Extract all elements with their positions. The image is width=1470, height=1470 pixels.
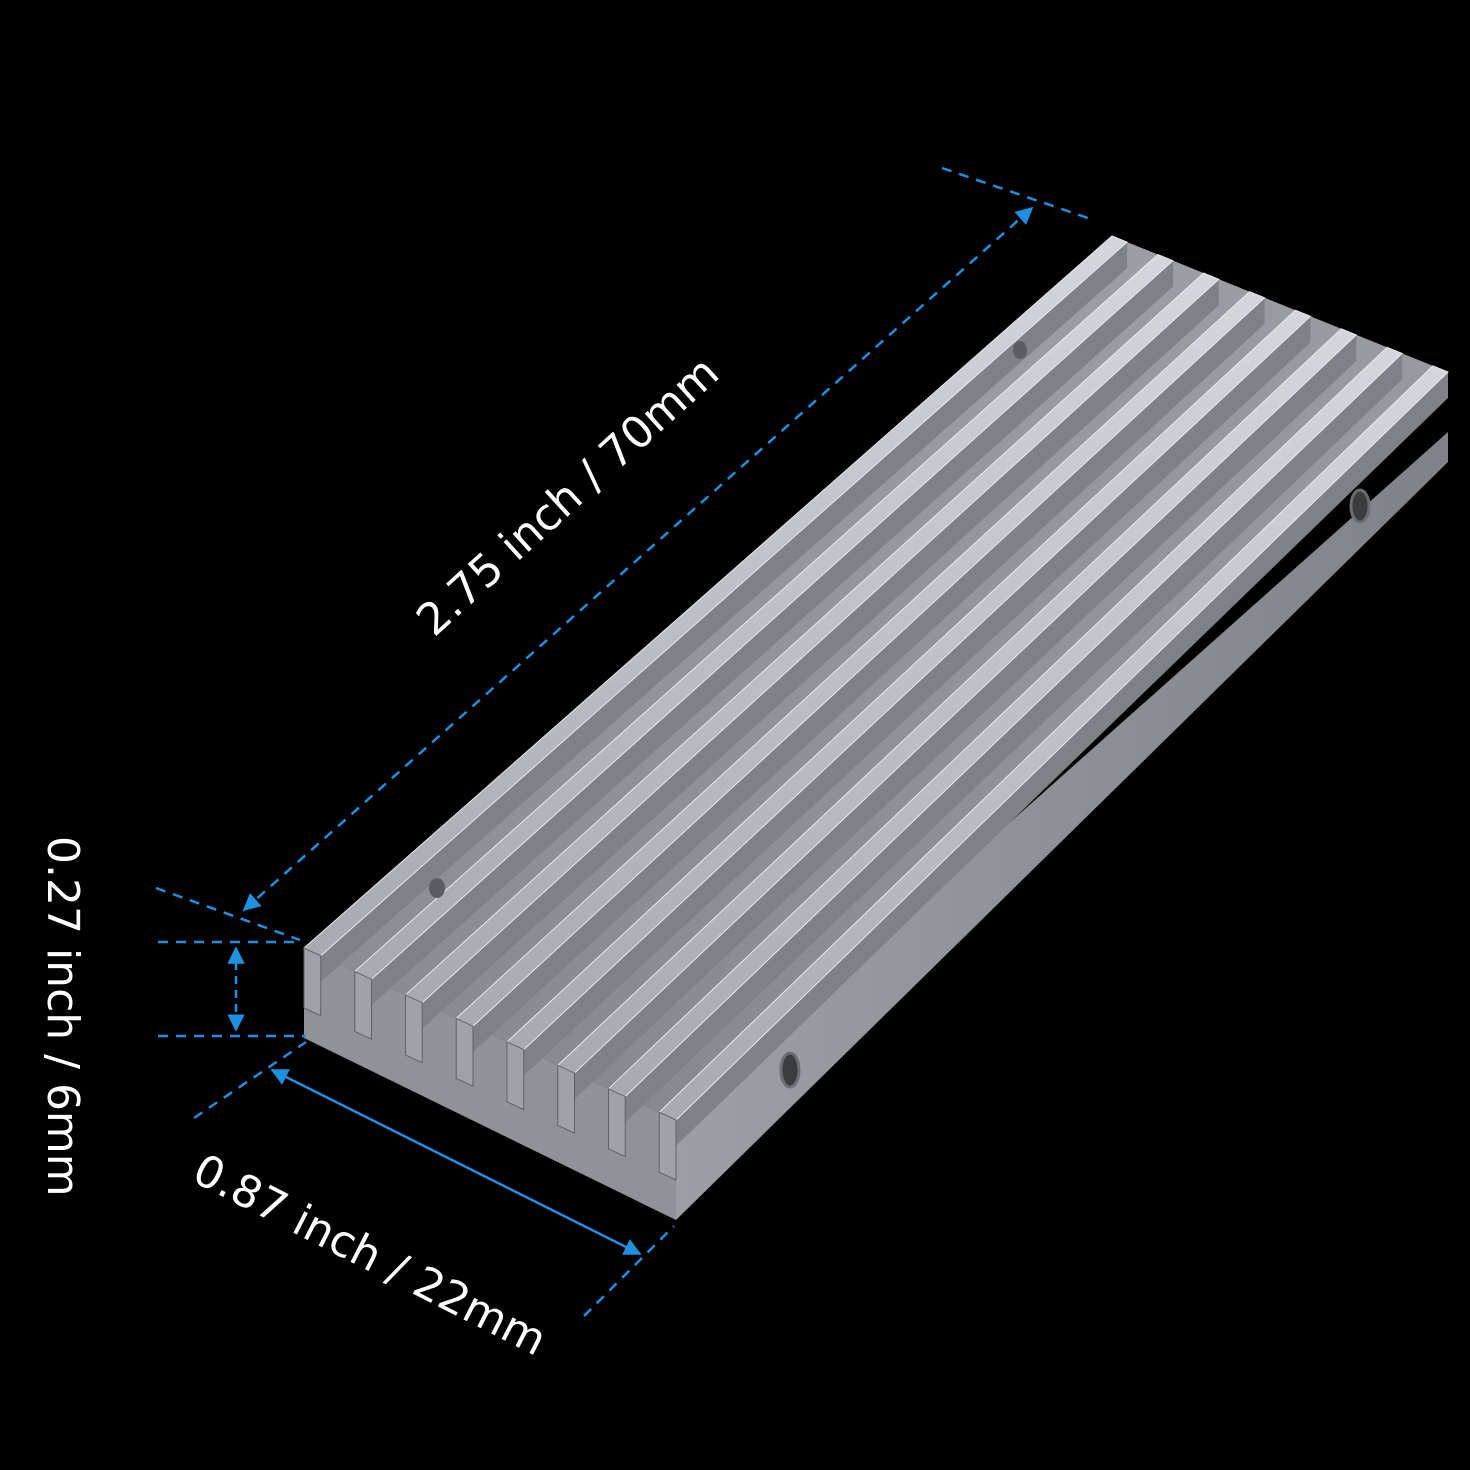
length-dimension-line bbox=[242, 206, 1034, 912]
fin-end-cap bbox=[455, 1017, 474, 1087]
fins bbox=[303, 235, 1449, 1181]
length-label: 2.75 inch / 70mm bbox=[407, 347, 729, 646]
height-label: 0.27 inch / 6mm bbox=[37, 836, 88, 1197]
dimension-lines bbox=[155, 166, 1089, 1317]
fin-side bbox=[676, 372, 1448, 1146]
mounting-hole bbox=[1349, 488, 1371, 524]
fin-end-cap bbox=[557, 1064, 575, 1134]
length-extension-top bbox=[941, 166, 1089, 220]
mounting-hole bbox=[779, 1051, 801, 1089]
fin-end-cap bbox=[608, 1088, 626, 1158]
fin-end-cap bbox=[303, 947, 322, 1017]
fin-end-cap bbox=[658, 1111, 677, 1181]
width-dimension-line bbox=[270, 1068, 642, 1256]
width-label: 0.87 inch / 22mm bbox=[185, 1144, 554, 1366]
width-extension-left bbox=[193, 1040, 307, 1120]
width-extension-right bbox=[583, 1225, 675, 1317]
fin-end-cap bbox=[405, 994, 423, 1064]
heatsink bbox=[303, 235, 1449, 1220]
mounting-hole bbox=[429, 878, 445, 898]
mounting-hole bbox=[1013, 341, 1027, 359]
length-extension-bottom bbox=[155, 886, 301, 942]
fin-end-cap bbox=[354, 970, 372, 1040]
fin-end-cap bbox=[506, 1041, 525, 1111]
heatsink-side-face bbox=[676, 432, 1448, 1220]
